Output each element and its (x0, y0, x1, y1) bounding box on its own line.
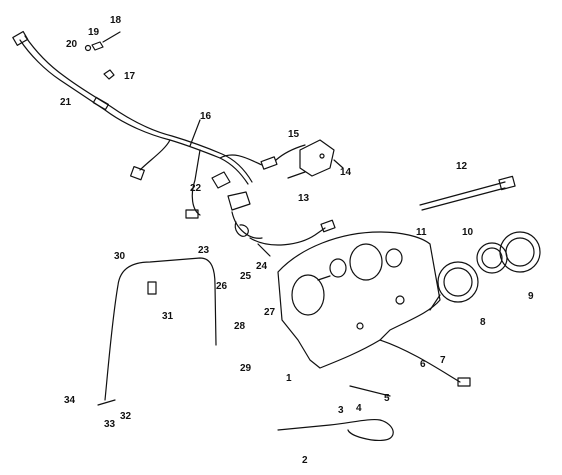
callout-25: 25 (240, 271, 252, 282)
callout-22: 22 (190, 183, 202, 194)
callout-23: 23 (198, 245, 210, 256)
gauges (429, 231, 541, 311)
wire-7 (379, 339, 471, 387)
callout-27: 27 (264, 307, 276, 318)
callout-21: 21 (60, 97, 72, 108)
main-wiring-harness (12, 30, 306, 219)
callout-28: 28 (234, 321, 246, 332)
callout-3: 3 (338, 405, 344, 416)
callout-10: 10 (462, 227, 474, 238)
callout-6: 6 (420, 359, 426, 370)
key-switch-assembly (419, 175, 516, 211)
callout-29: 29 (240, 363, 252, 374)
switch-cluster (211, 171, 336, 257)
callout-1: 1 (286, 373, 292, 384)
choke-cable (277, 385, 394, 441)
callout-12: 12 (456, 161, 468, 172)
callout-2: 2 (302, 455, 308, 466)
callout-5: 5 (384, 393, 390, 404)
callout-26: 26 (216, 281, 228, 292)
callout-30: 30 (114, 251, 126, 262)
callout-18: 18 (110, 15, 122, 26)
callout-15: 15 (288, 129, 300, 140)
callout-20: 20 (66, 39, 78, 50)
small-connector-parts (84, 31, 121, 80)
callout-19: 19 (88, 27, 100, 38)
callout-11: 11 (416, 227, 427, 238)
callout-31: 31 (162, 311, 174, 322)
callout-16: 16 (200, 111, 212, 122)
callout-13: 13 (298, 193, 310, 204)
callout-17: 17 (124, 71, 136, 82)
callout-33: 33 (104, 419, 116, 430)
callout-9: 9 (528, 291, 534, 302)
callout-4: 4 (356, 403, 362, 414)
callout-7: 7 (440, 355, 446, 366)
cable-30 (97, 257, 217, 406)
callout-32: 32 (120, 411, 132, 422)
bracket-assembly (287, 139, 344, 179)
callout-34: 34 (64, 395, 76, 406)
callout-8: 8 (480, 317, 486, 328)
dash-panel (277, 231, 441, 369)
callout-14: 14 (340, 167, 352, 178)
callout-24: 24 (256, 261, 268, 272)
